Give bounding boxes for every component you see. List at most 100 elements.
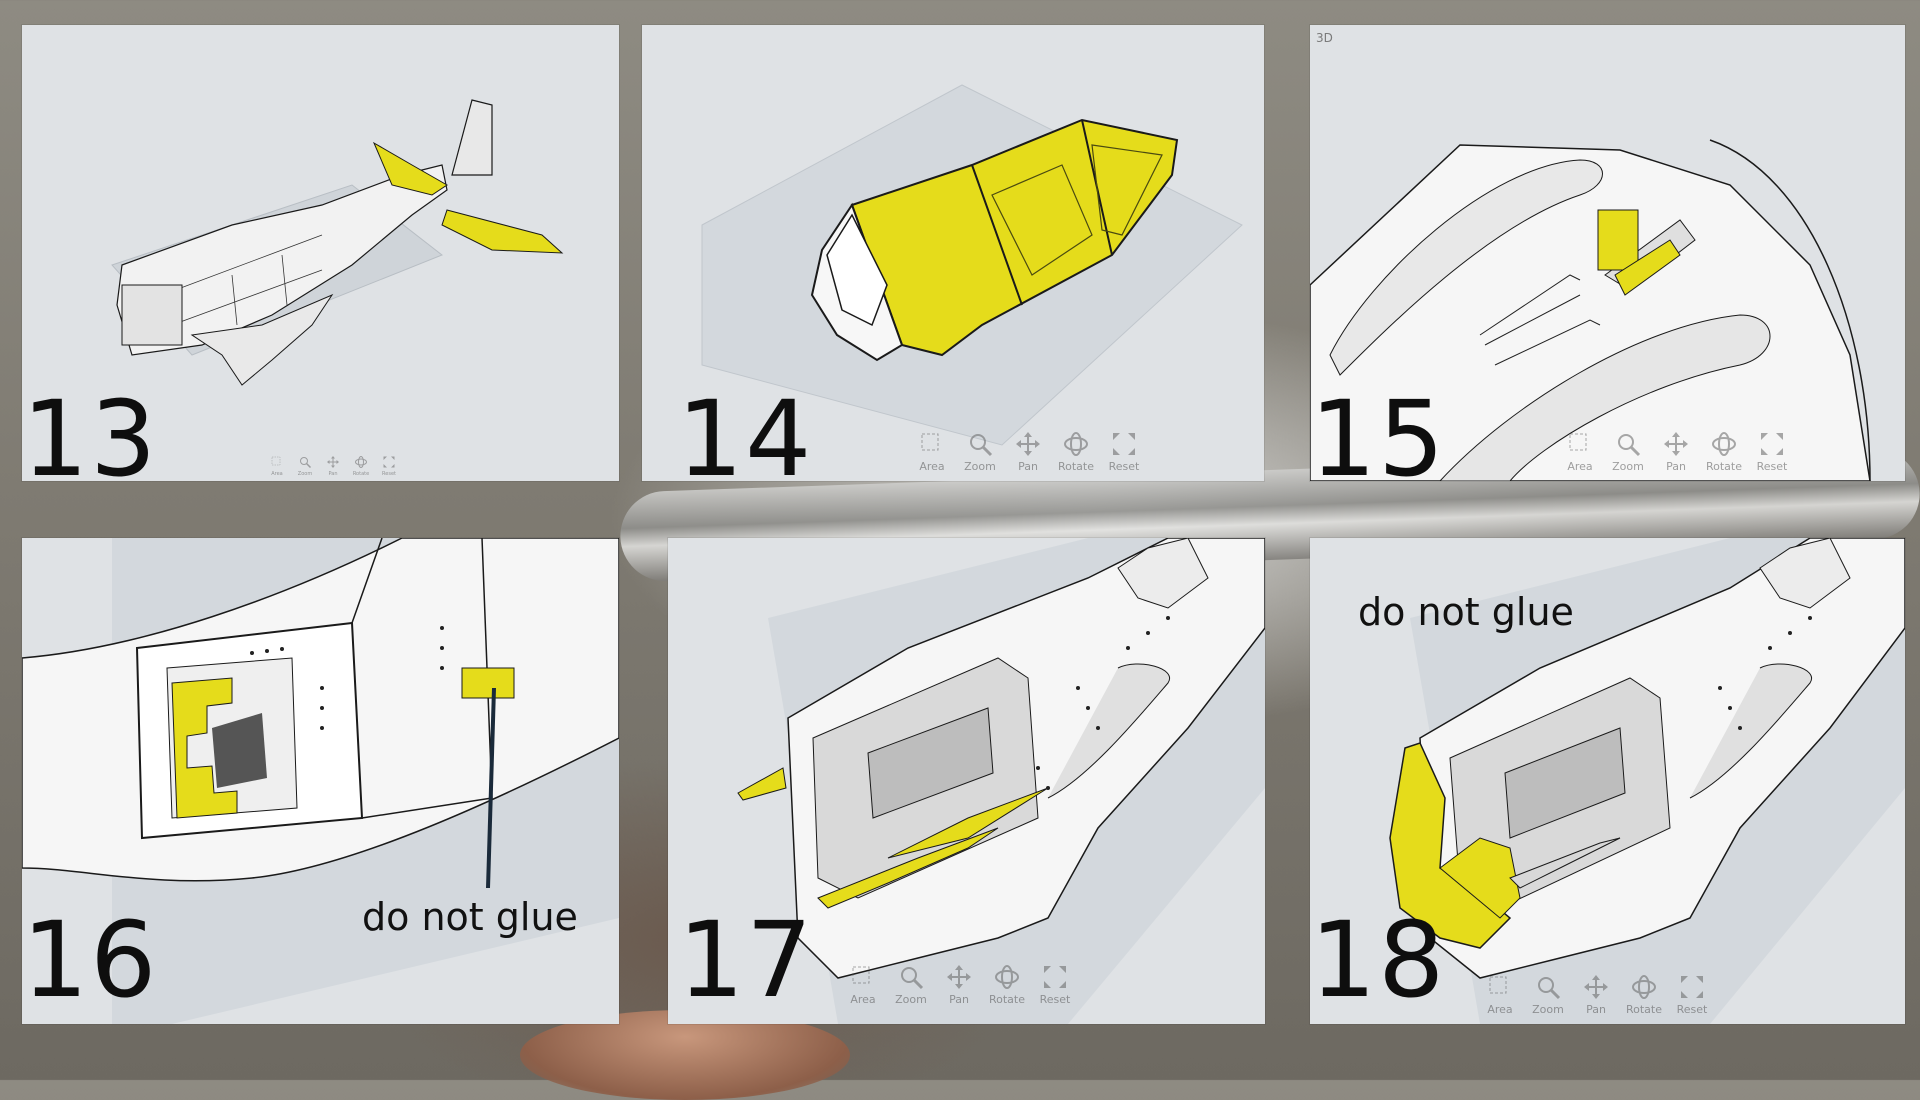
tool-label: Rotate [988, 993, 1025, 1006]
view-toolbar: Area Zoom Pan Rotate Reset [1560, 430, 1792, 473]
rotate-icon [1632, 975, 1656, 999]
tool-label: Zoom [1612, 460, 1644, 473]
step-15-model-view [1310, 139, 1871, 481]
area-icon [852, 966, 870, 984]
reset-tool[interactable]: Reset [1752, 430, 1792, 473]
tool-label: Pan [328, 471, 338, 477]
reset-tool[interactable]: Reset [1672, 973, 1712, 1016]
reset-icon [1044, 966, 1066, 988]
step-16-model-view [22, 538, 619, 1024]
tool-label: Reset [1039, 993, 1071, 1006]
reset-tool[interactable]: Reset [1035, 963, 1075, 1006]
rotate-icon [1712, 432, 1736, 456]
area-tool[interactable]: Area [1480, 973, 1520, 1016]
step-17-panel: 17 Area Zoom Pan Rotate Reset [668, 538, 1265, 1024]
rotate-tool[interactable]: Rotate [1056, 430, 1096, 473]
do-not-glue-note: do not glue [1358, 590, 1574, 634]
zoom-icon [901, 967, 924, 990]
tool-label: Pan [1586, 1003, 1606, 1016]
zoom-icon [1618, 434, 1641, 457]
do-not-glue-note: do not glue [362, 895, 578, 939]
step-13-panel: 13 Area Zoom Pan Rotate Reset [22, 25, 619, 481]
reset-icon [1761, 433, 1783, 455]
area-icon [271, 456, 281, 466]
step-13-model-view [111, 99, 564, 386]
step-number: 18 [1310, 899, 1447, 1021]
reset-tool[interactable]: Reset [1104, 430, 1144, 473]
pan-tool[interactable]: Pan [1656, 430, 1696, 473]
tool-label: Area [919, 460, 945, 473]
tool-label: Rotate [1705, 460, 1742, 473]
tool-label: Rotate [1625, 1003, 1662, 1016]
step-14-panel: 14 Area Zoom Pan Rotate Reset [642, 25, 1264, 481]
reset-tool[interactable]: Reset [379, 455, 399, 477]
rotate-icon [1064, 432, 1088, 456]
rotate-tool[interactable]: Rotate [351, 455, 371, 477]
tool-label: Zoom [1532, 1003, 1564, 1016]
pan-tool[interactable]: Pan [1576, 973, 1616, 1016]
pan-icon [327, 456, 339, 468]
zoom-tool[interactable]: Zoom [891, 963, 931, 1006]
tool-label: Area [850, 993, 876, 1006]
zoom-tool[interactable]: Zoom [1528, 973, 1568, 1016]
pan-icon [1584, 975, 1608, 999]
rotate-icon [995, 965, 1019, 989]
rotate-tool[interactable]: Rotate [1704, 430, 1744, 473]
zoom-icon [970, 434, 993, 457]
area-tool[interactable]: Area [1560, 430, 1600, 473]
rotate-tool[interactable]: Rotate [1624, 973, 1664, 1016]
zoom-tool[interactable]: Zoom [960, 430, 1000, 473]
tool-label: Reset [1756, 460, 1788, 473]
tool-label: Reset [1676, 1003, 1708, 1016]
pan-icon [1664, 432, 1688, 456]
view-toolbar: Area Zoom Pan Rotate Reset [267, 455, 399, 477]
view-toolbar: Area Zoom Pan Rotate Reset [912, 430, 1144, 473]
rotate-icon [355, 456, 367, 468]
pan-icon [1016, 432, 1040, 456]
zoom-icon [1538, 977, 1561, 1000]
step-15-panel: 3D 15 Area Zoom Pan Rotate Reset [1310, 25, 1905, 481]
tool-label: Reset [1108, 460, 1140, 473]
pan-tool[interactable]: Pan [939, 963, 979, 1006]
tool-label: Zoom [895, 993, 927, 1006]
pan-tool[interactable]: Pan [323, 455, 343, 477]
view-mode-label: 3D [1316, 31, 1333, 45]
area-icon [921, 433, 939, 451]
reset-icon [1113, 433, 1135, 455]
step-number: 15 [1310, 378, 1447, 481]
step-number: 16 [22, 899, 159, 1021]
tool-label: Pan [1018, 460, 1038, 473]
step-number: 13 [22, 378, 159, 481]
rotate-tool[interactable]: Rotate [987, 963, 1027, 1006]
area-tool[interactable]: Area [912, 430, 952, 473]
tool-label: Area [271, 471, 283, 477]
tool-label: Rotate [1057, 460, 1094, 473]
zoom-tool[interactable]: Zoom [295, 455, 315, 477]
step-18-model-view [1389, 538, 1905, 1024]
area-icon [1569, 433, 1587, 451]
step-number: 14 [677, 378, 814, 481]
tool-label: Rotate [352, 471, 370, 477]
step-number: 17 [678, 899, 815, 1021]
step-14-model-view [701, 84, 1243, 446]
reset-icon [383, 456, 395, 468]
step-16-panel: 16 do not glue [22, 538, 619, 1024]
view-toolbar: Area Zoom Pan Rotate Reset [1480, 973, 1712, 1016]
area-tool[interactable]: Area [267, 455, 287, 477]
area-tool[interactable]: Area [843, 963, 883, 1006]
tool-label: Area [1567, 460, 1593, 473]
view-toolbar: Area Zoom Pan Rotate Reset [843, 963, 1075, 1006]
tool-label: Pan [1666, 460, 1686, 473]
reset-icon [1681, 976, 1703, 998]
tool-label: Area [1487, 1003, 1513, 1016]
pan-tool[interactable]: Pan [1008, 430, 1048, 473]
zoom-tool[interactable]: Zoom [1608, 430, 1648, 473]
tool-label: Pan [949, 993, 969, 1006]
tool-label: Reset [382, 471, 396, 477]
pan-icon [947, 965, 971, 989]
tool-label: Zoom [297, 471, 313, 477]
step-18-panel: do not glue 18 Area Zoom Pan Rotate Rese… [1310, 538, 1905, 1024]
step-17-model-view [737, 538, 1265, 1024]
zoom-icon [300, 457, 312, 469]
area-icon [1489, 976, 1507, 994]
